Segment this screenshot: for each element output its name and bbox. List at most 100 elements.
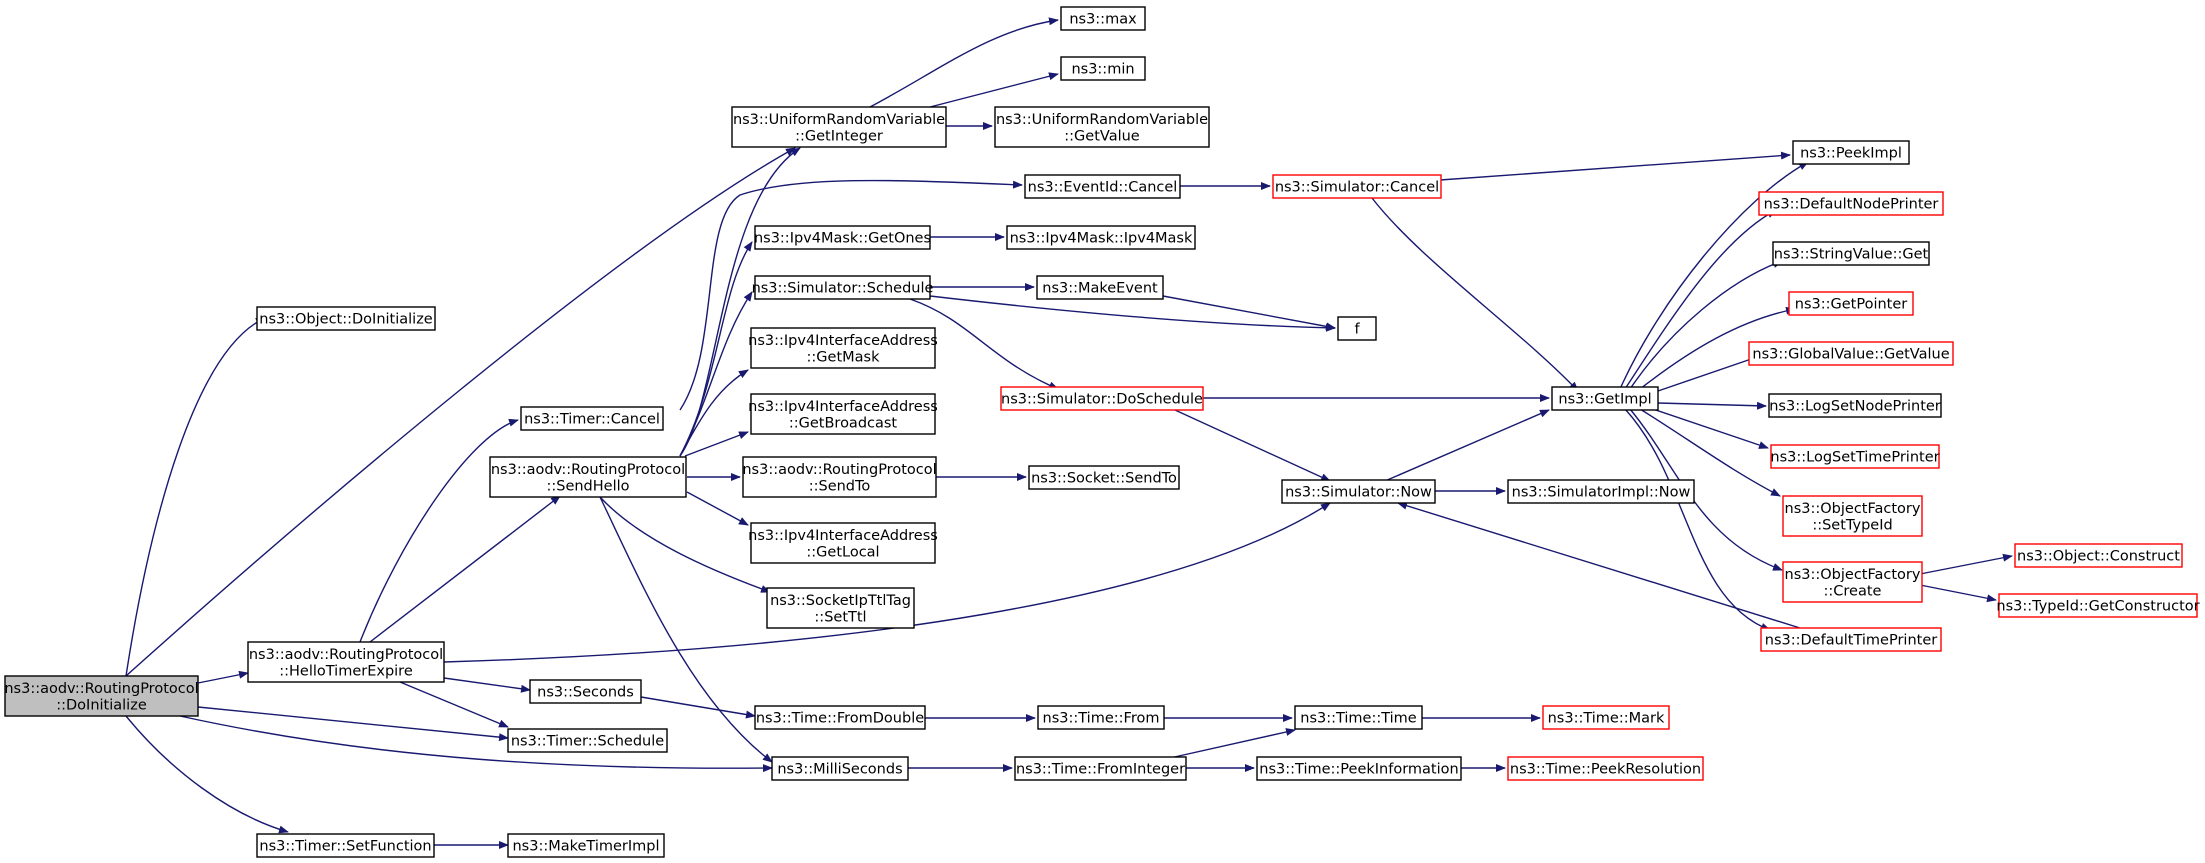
node-simulatorimpl-now[interactable]: ns3::SimulatorImpl::Now bbox=[1507, 479, 1695, 504]
node-label-line: ns3::GlobalValue::GetValue bbox=[1752, 347, 1949, 363]
node-timer-cancel[interactable]: ns3::Timer::Cancel bbox=[520, 406, 664, 431]
node-box bbox=[1542, 705, 1670, 730]
call-nodes: ns3::aodv::RoutingProtocol::DoInitialize… bbox=[4, 6, 2200, 858]
node-label-line: ns3::SimulatorImpl::Now bbox=[1512, 485, 1691, 501]
node-milliseconds[interactable]: ns3::MilliSeconds bbox=[771, 756, 909, 781]
node-box bbox=[1760, 627, 1942, 652]
node-box bbox=[1037, 705, 1165, 730]
node-time-peekinformation[interactable]: ns3::Time::PeekInformation bbox=[1256, 756, 1462, 781]
node-rp-sendto[interactable]: ns3::aodv::RoutingProtocol::SendTo bbox=[742, 456, 937, 498]
node-label-line: ::GetInteger bbox=[795, 128, 883, 144]
node-label-line: ns3::DefaultNodePrinter bbox=[1764, 197, 1939, 213]
node-box bbox=[529, 679, 642, 704]
node-objectfactory-settypeid[interactable]: ns3::ObjectFactory::SetTypeId bbox=[1782, 495, 1923, 537]
node-getimpl[interactable]: ns3::GetImpl bbox=[1551, 386, 1659, 411]
node-box bbox=[1788, 291, 1914, 316]
node-ipv4mask-getones[interactable]: ns3::Ipv4Mask::GetOnes bbox=[754, 225, 931, 250]
node-typeid-getconstructor[interactable]: ns3::TypeId::GetConstructor bbox=[1996, 593, 2200, 618]
node-objectfactory-create[interactable]: ns3::ObjectFactory::Create bbox=[1782, 561, 1923, 603]
node-ipv4ia-getlocal[interactable]: ns3::Ipv4InterfaceAddress::GetLocal bbox=[748, 522, 938, 564]
node-time-fromdouble[interactable]: ns3::Time::FromDouble bbox=[754, 705, 926, 730]
edge-getimpl-to-deftimeprinter bbox=[1624, 408, 1771, 631]
node-box bbox=[1748, 341, 1954, 366]
node-ipv4ia-getmask[interactable]: ns3::Ipv4InterfaceAddress::GetMask bbox=[748, 327, 938, 369]
node-label-line: ns3::Timer::SetFunction bbox=[259, 839, 431, 855]
node-box bbox=[1337, 316, 1377, 341]
node-label-line: ns3::MakeEvent bbox=[1042, 281, 1158, 297]
node-label-line: ::SetTypeId bbox=[1812, 517, 1892, 533]
node-box bbox=[1294, 705, 1423, 730]
node-eventid-cancel[interactable]: ns3::EventId::Cancel bbox=[1024, 174, 1181, 199]
node-label-line: ns3::StringValue::Get bbox=[1774, 247, 1929, 263]
node-sendhello[interactable]: ns3::aodv::RoutingProtocol::SendHello bbox=[489, 456, 687, 498]
node-label-line: ns3::DefaultTimePrinter bbox=[1765, 633, 1937, 649]
node-timer-setfunction[interactable]: ns3::Timer::SetFunction bbox=[256, 833, 435, 858]
node-time-from[interactable]: ns3::Time::From bbox=[1037, 705, 1165, 730]
node-box bbox=[256, 833, 435, 858]
node-min[interactable]: ns3::min bbox=[1060, 56, 1146, 81]
node-box bbox=[1782, 561, 1923, 603]
node-label-line: ns3::Socket::SendTo bbox=[1031, 471, 1177, 487]
node-urv-getvalue[interactable]: ns3::UniformRandomVariable::GetValue bbox=[994, 106, 1210, 148]
node-ipv4ia-getbroadcast[interactable]: ns3::Ipv4InterfaceAddress::GetBroadcast bbox=[748, 393, 938, 435]
node-default-time-printer[interactable]: ns3::DefaultTimePrinter bbox=[1760, 627, 1942, 652]
node-object-construct[interactable]: ns3::Object::Construct bbox=[2014, 543, 2183, 568]
node-max[interactable]: ns3::max bbox=[1060, 6, 1146, 31]
node-socketipttltag-setttl[interactable]: ns3::SocketIpTtlTag::SetTtl bbox=[766, 587, 915, 629]
node-box bbox=[1006, 225, 1196, 250]
node-label-line: ns3::MakeTimerImpl bbox=[512, 839, 659, 855]
node-label-line: ns3::TypeId::GetConstructor bbox=[1996, 599, 2199, 615]
node-time-time[interactable]: ns3::Time::Time bbox=[1294, 705, 1423, 730]
node-default-node-printer[interactable]: ns3::DefaultNodePrinter bbox=[1758, 191, 1944, 216]
node-globalvalue-getvalue[interactable]: ns3::GlobalValue::GetValue bbox=[1748, 341, 1954, 366]
node-object-doinitialize[interactable]: ns3::Object::DoInitialize bbox=[256, 306, 436, 331]
node-simulator-schedule[interactable]: ns3::Simulator::Schedule bbox=[752, 275, 934, 300]
node-urv-getinteger[interactable]: ns3::UniformRandomVariable::GetInteger bbox=[731, 106, 947, 148]
node-label-line: ns3::EventId::Cancel bbox=[1028, 180, 1178, 196]
node-box bbox=[489, 456, 687, 498]
node-box bbox=[1060, 56, 1146, 81]
node-root-doinitialize[interactable]: ns3::aodv::RoutingProtocol::DoInitialize bbox=[4, 675, 199, 717]
node-label-line: ::GetValue bbox=[1064, 128, 1140, 144]
node-socket-sendto[interactable]: ns3::Socket::SendTo bbox=[1028, 465, 1180, 490]
node-logsetnodeprinter[interactable]: ns3::LogSetNodePrinter bbox=[1768, 393, 1942, 418]
node-label-line: ns3::Time::Time bbox=[1300, 711, 1417, 727]
node-logsettimeprinter[interactable]: ns3::LogSetTimePrinter bbox=[1770, 444, 1940, 469]
node-seconds[interactable]: ns3::Seconds bbox=[529, 679, 642, 704]
node-simulator-cancel[interactable]: ns3::Simulator::Cancel bbox=[1272, 174, 1442, 199]
edge-getimpl-to-logsettimeprinter bbox=[1649, 407, 1769, 449]
node-box bbox=[1782, 495, 1923, 537]
edge-hte-to-seconds bbox=[443, 677, 531, 693]
node-stringvalue-get[interactable]: ns3::StringValue::Get bbox=[1772, 241, 1930, 266]
node-hellotimerexpire[interactable]: ns3::aodv::RoutingProtocol::HelloTimerEx… bbox=[247, 641, 445, 683]
node-time-mark[interactable]: ns3::Time::Mark bbox=[1542, 705, 1670, 730]
node-timer-schedule[interactable]: ns3::Timer::Schedule bbox=[507, 728, 668, 753]
edge-of-create-to-obj-construct bbox=[1919, 553, 2013, 575]
node-label-line: ns3::LogSetTimePrinter bbox=[1770, 450, 1939, 466]
node-box bbox=[754, 225, 931, 250]
node-label-line: ns3::Ipv4Mask::GetOnes bbox=[754, 231, 931, 247]
node-getpointer[interactable]: ns3::GetPointer bbox=[1788, 291, 1914, 316]
node-label-line: ns3::Seconds bbox=[537, 685, 634, 701]
node-peekimpl[interactable]: ns3::PeekImpl bbox=[1792, 140, 1910, 165]
call-edges bbox=[125, 17, 2013, 849]
edge-getimpl-to-getpointer bbox=[1639, 306, 1796, 390]
node-box bbox=[1281, 479, 1436, 504]
node-time-frominteger[interactable]: ns3::Time::FromInteger bbox=[1014, 756, 1187, 781]
node-label-line: ns3::ObjectFactory bbox=[1785, 567, 1921, 583]
node-maketimerimpl[interactable]: ns3::MakeTimerImpl bbox=[507, 833, 665, 858]
node-simulator-now[interactable]: ns3::Simulator::Now bbox=[1281, 479, 1436, 504]
node-makeevent[interactable]: ns3::MakeEvent bbox=[1036, 275, 1164, 300]
edge-getimpl-to-defnodeprinter bbox=[1624, 209, 1777, 390]
node-label-line: ::GetMask bbox=[807, 349, 881, 365]
edge-urv-getint-to-min bbox=[929, 72, 1059, 108]
edge-getimpl-to-logsetnodeprinter bbox=[1657, 401, 1767, 410]
edge-hte-to-timer-schedule bbox=[399, 681, 509, 728]
node-ipv4mask-ctor[interactable]: ns3::Ipv4Mask::Ipv4Mask bbox=[1006, 225, 1196, 250]
edge-sim-schedule-to-doschedule bbox=[909, 298, 1059, 390]
node-simulator-doschedule[interactable]: ns3::Simulator::DoSchedule bbox=[1000, 386, 1204, 411]
node-f[interactable]: f bbox=[1337, 316, 1377, 341]
edge-sim-now-to-getimpl bbox=[1384, 409, 1550, 482]
node-time-peekresolution[interactable]: ns3::Time::PeekResolution bbox=[1507, 756, 1704, 781]
node-box bbox=[1551, 386, 1659, 411]
